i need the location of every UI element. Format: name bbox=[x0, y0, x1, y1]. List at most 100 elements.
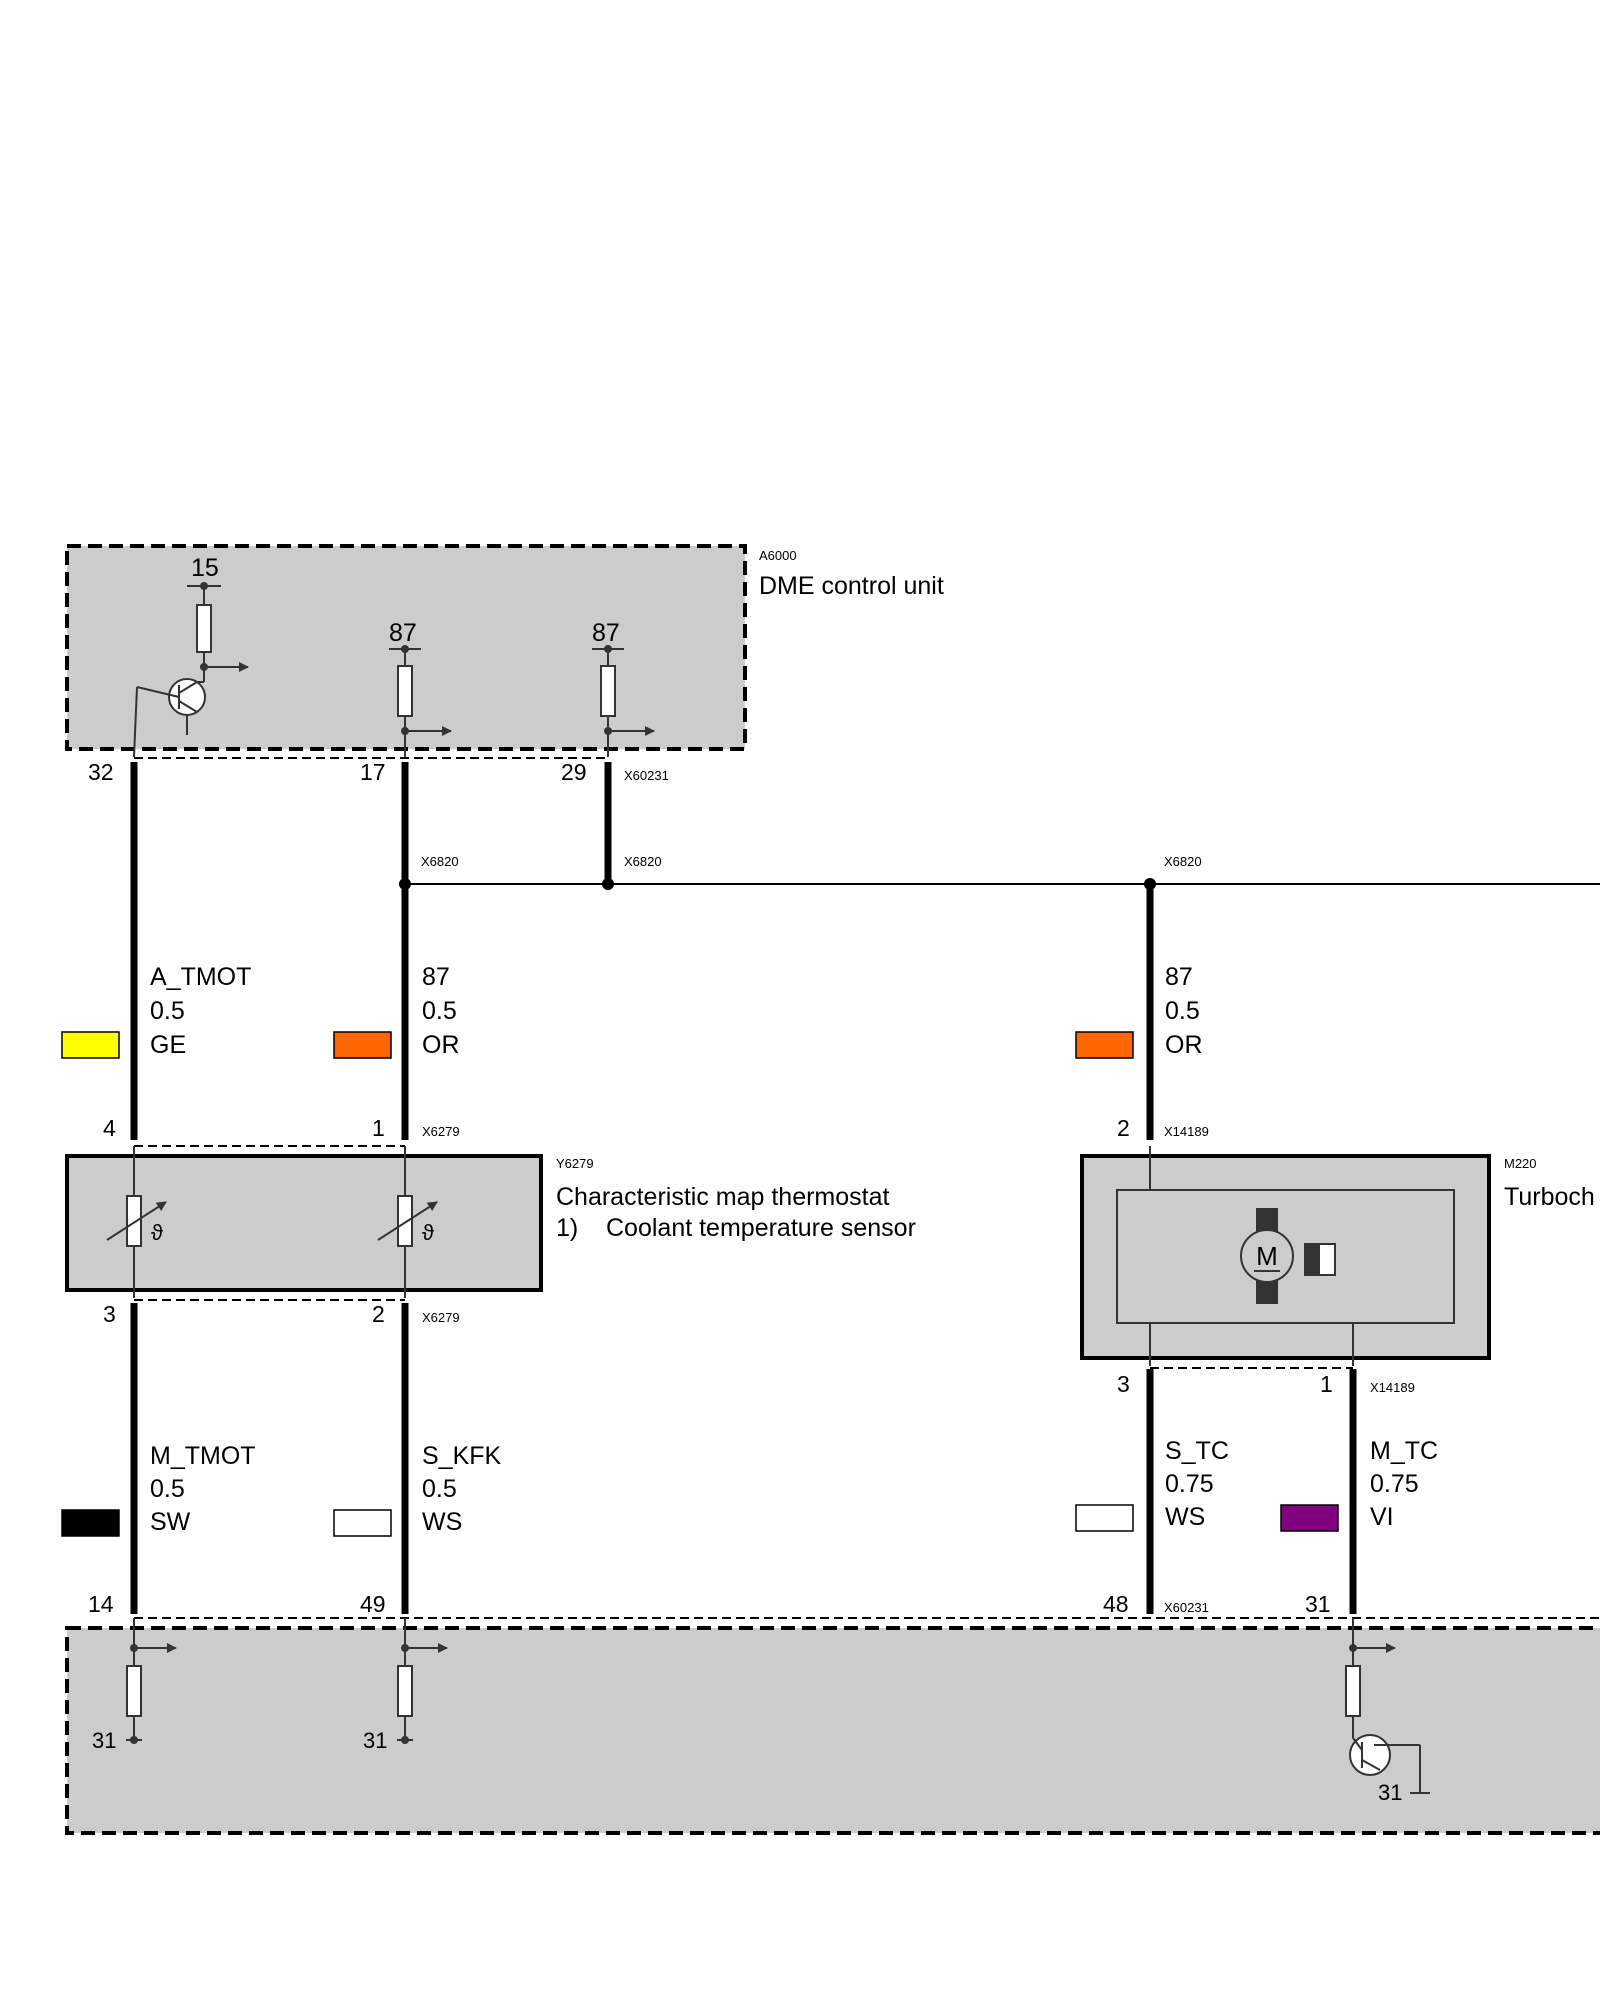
svg-text:M_TMOT: M_TMOT bbox=[150, 1442, 256, 1470]
ntc-sensor-2 bbox=[377, 1146, 438, 1298]
color-swatch-ws bbox=[333, 1509, 392, 1537]
pin-1: 1 bbox=[372, 1115, 385, 1141]
splice-dot bbox=[602, 878, 614, 890]
svg-text:WS: WS bbox=[422, 1508, 462, 1536]
color-swatch-ws bbox=[1075, 1504, 1134, 1532]
wire-label-m-tc: M_TC 0.75 VI bbox=[1280, 1437, 1438, 1532]
pin-17: 17 bbox=[360, 759, 386, 785]
splice-dot bbox=[399, 878, 411, 890]
svg-text:WS: WS bbox=[1165, 1503, 1205, 1531]
junction-dot bbox=[401, 727, 409, 735]
supply-87-b-label: 87 bbox=[592, 619, 620, 647]
thermostat-name-label: Characteristic map thermostat bbox=[556, 1183, 890, 1211]
ntc-sensor-1 bbox=[106, 1146, 167, 1298]
thermostat-note-text: Coolant temperature sensor bbox=[606, 1214, 916, 1242]
connector-x14189-top: X14189 bbox=[1164, 1124, 1209, 1139]
theta-symbol: ϑ bbox=[151, 1220, 163, 1245]
pump-name-label: Turboch bbox=[1504, 1183, 1595, 1211]
pin-29: 29 bbox=[561, 759, 587, 785]
svg-text:0.5: 0.5 bbox=[150, 1475, 185, 1503]
svg-text:0.5: 0.5 bbox=[150, 997, 185, 1025]
junction-dot bbox=[130, 1644, 138, 1652]
connector-x6279-bottom: X6279 bbox=[422, 1310, 460, 1325]
svg-text:S_KFK: S_KFK bbox=[422, 1442, 502, 1470]
wire-label-a-tmot: A_TMOT 0.5 GE bbox=[61, 963, 251, 1059]
thermostat-note-number: 1) bbox=[556, 1214, 578, 1242]
theta-symbol: ϑ bbox=[422, 1220, 434, 1245]
pin-pump-1: 1 bbox=[1320, 1371, 1333, 1397]
pin-2: 2 bbox=[372, 1301, 385, 1327]
pump-internal-wiring bbox=[1149, 1146, 1354, 1366]
dme-output-stage-tc bbox=[1345, 1618, 1430, 1794]
connector-x6820-b: X6820 bbox=[624, 854, 662, 869]
wire-label-m-tmot: M_TMOT 0.5 SW bbox=[61, 1442, 256, 1537]
color-swatch-or bbox=[333, 1031, 392, 1059]
pin-48: 48 bbox=[1103, 1591, 1129, 1617]
color-swatch-vi bbox=[1280, 1504, 1339, 1532]
pin-49: 49 bbox=[360, 1591, 386, 1617]
svg-text:0.5: 0.5 bbox=[422, 997, 457, 1025]
svg-text:S_TC: S_TC bbox=[1165, 1437, 1229, 1465]
wire-label-87-a: 87 0.5 OR bbox=[333, 963, 460, 1059]
connector-x60231-top: X60231 bbox=[624, 768, 669, 783]
svg-text:VI: VI bbox=[1370, 1503, 1394, 1531]
pin-4: 4 bbox=[103, 1115, 116, 1141]
junction-dot bbox=[401, 1736, 409, 1744]
dme-output-stage-15 bbox=[133, 585, 249, 758]
connector-x6279-top: X6279 bbox=[422, 1124, 460, 1139]
junction-dot bbox=[604, 645, 612, 653]
junction-dot bbox=[200, 582, 208, 590]
dme-input-stage-2 bbox=[397, 1618, 448, 1741]
pin-14: 14 bbox=[88, 1591, 114, 1617]
supply-15-label: 15 bbox=[191, 554, 219, 582]
svg-text:0.5: 0.5 bbox=[422, 1475, 457, 1503]
pin-pump-2: 2 bbox=[1117, 1115, 1130, 1141]
connector-x14189-bottom: X14189 bbox=[1370, 1380, 1415, 1395]
dme-name-label: DME control unit bbox=[759, 572, 944, 600]
connector-x60231-bottom: X60231 bbox=[1164, 1600, 1209, 1615]
svg-text:M_TC: M_TC bbox=[1370, 1437, 1438, 1465]
pin-31: 31 bbox=[1305, 1591, 1331, 1617]
svg-text:87: 87 bbox=[1165, 963, 1193, 991]
connector-x6820-a: X6820 bbox=[421, 854, 459, 869]
motor-icon: M bbox=[1240, 1208, 1336, 1304]
pump-id-label: M220 bbox=[1504, 1156, 1537, 1171]
svg-text:0.75: 0.75 bbox=[1370, 1470, 1419, 1498]
pump-box-inner bbox=[1116, 1189, 1455, 1324]
svg-text:SW: SW bbox=[150, 1508, 191, 1536]
pin-pump-3: 3 bbox=[1117, 1371, 1130, 1397]
svg-text:87: 87 bbox=[422, 963, 450, 991]
pin-32: 32 bbox=[88, 759, 114, 785]
ground-31-b: 31 bbox=[363, 1728, 387, 1753]
svg-text:0.5: 0.5 bbox=[1165, 997, 1200, 1025]
ground-31-a: 31 bbox=[92, 1728, 116, 1753]
svg-text:0.75: 0.75 bbox=[1165, 1470, 1214, 1498]
color-swatch-or bbox=[1075, 1031, 1134, 1059]
junction-dot bbox=[130, 1736, 138, 1744]
junction-dot bbox=[200, 663, 208, 671]
color-swatch-sw bbox=[61, 1509, 120, 1537]
thermostat-id-label: Y6279 bbox=[556, 1156, 594, 1171]
svg-text:M: M bbox=[1256, 1241, 1278, 1271]
svg-text:A_TMOT: A_TMOT bbox=[150, 963, 251, 991]
splice-dot bbox=[1144, 878, 1156, 890]
pin-3: 3 bbox=[103, 1301, 116, 1327]
ground-31-c: 31 bbox=[1378, 1780, 1402, 1805]
svg-text:GE: GE bbox=[150, 1031, 186, 1059]
supply-87-a-label: 87 bbox=[389, 619, 417, 647]
dme-input-stage-1 bbox=[126, 1618, 177, 1741]
junction-dot bbox=[401, 1644, 409, 1652]
junction-dot bbox=[1349, 1644, 1357, 1652]
wire-label-87-b: 87 0.5 OR bbox=[1075, 963, 1203, 1059]
dme-bottom-box bbox=[65, 1626, 1600, 1835]
svg-text:OR: OR bbox=[1165, 1031, 1203, 1059]
dme-id-label: A6000 bbox=[759, 548, 797, 563]
svg-text:OR: OR bbox=[422, 1031, 460, 1059]
junction-dot bbox=[401, 645, 409, 653]
junction-dot bbox=[604, 727, 612, 735]
connector-x6820-c: X6820 bbox=[1164, 854, 1202, 869]
color-swatch-ge bbox=[61, 1031, 120, 1059]
wire-label-s-tc: S_TC 0.75 WS bbox=[1075, 1437, 1229, 1532]
wire-label-s-kfk: S_KFK 0.5 WS bbox=[333, 1442, 502, 1537]
